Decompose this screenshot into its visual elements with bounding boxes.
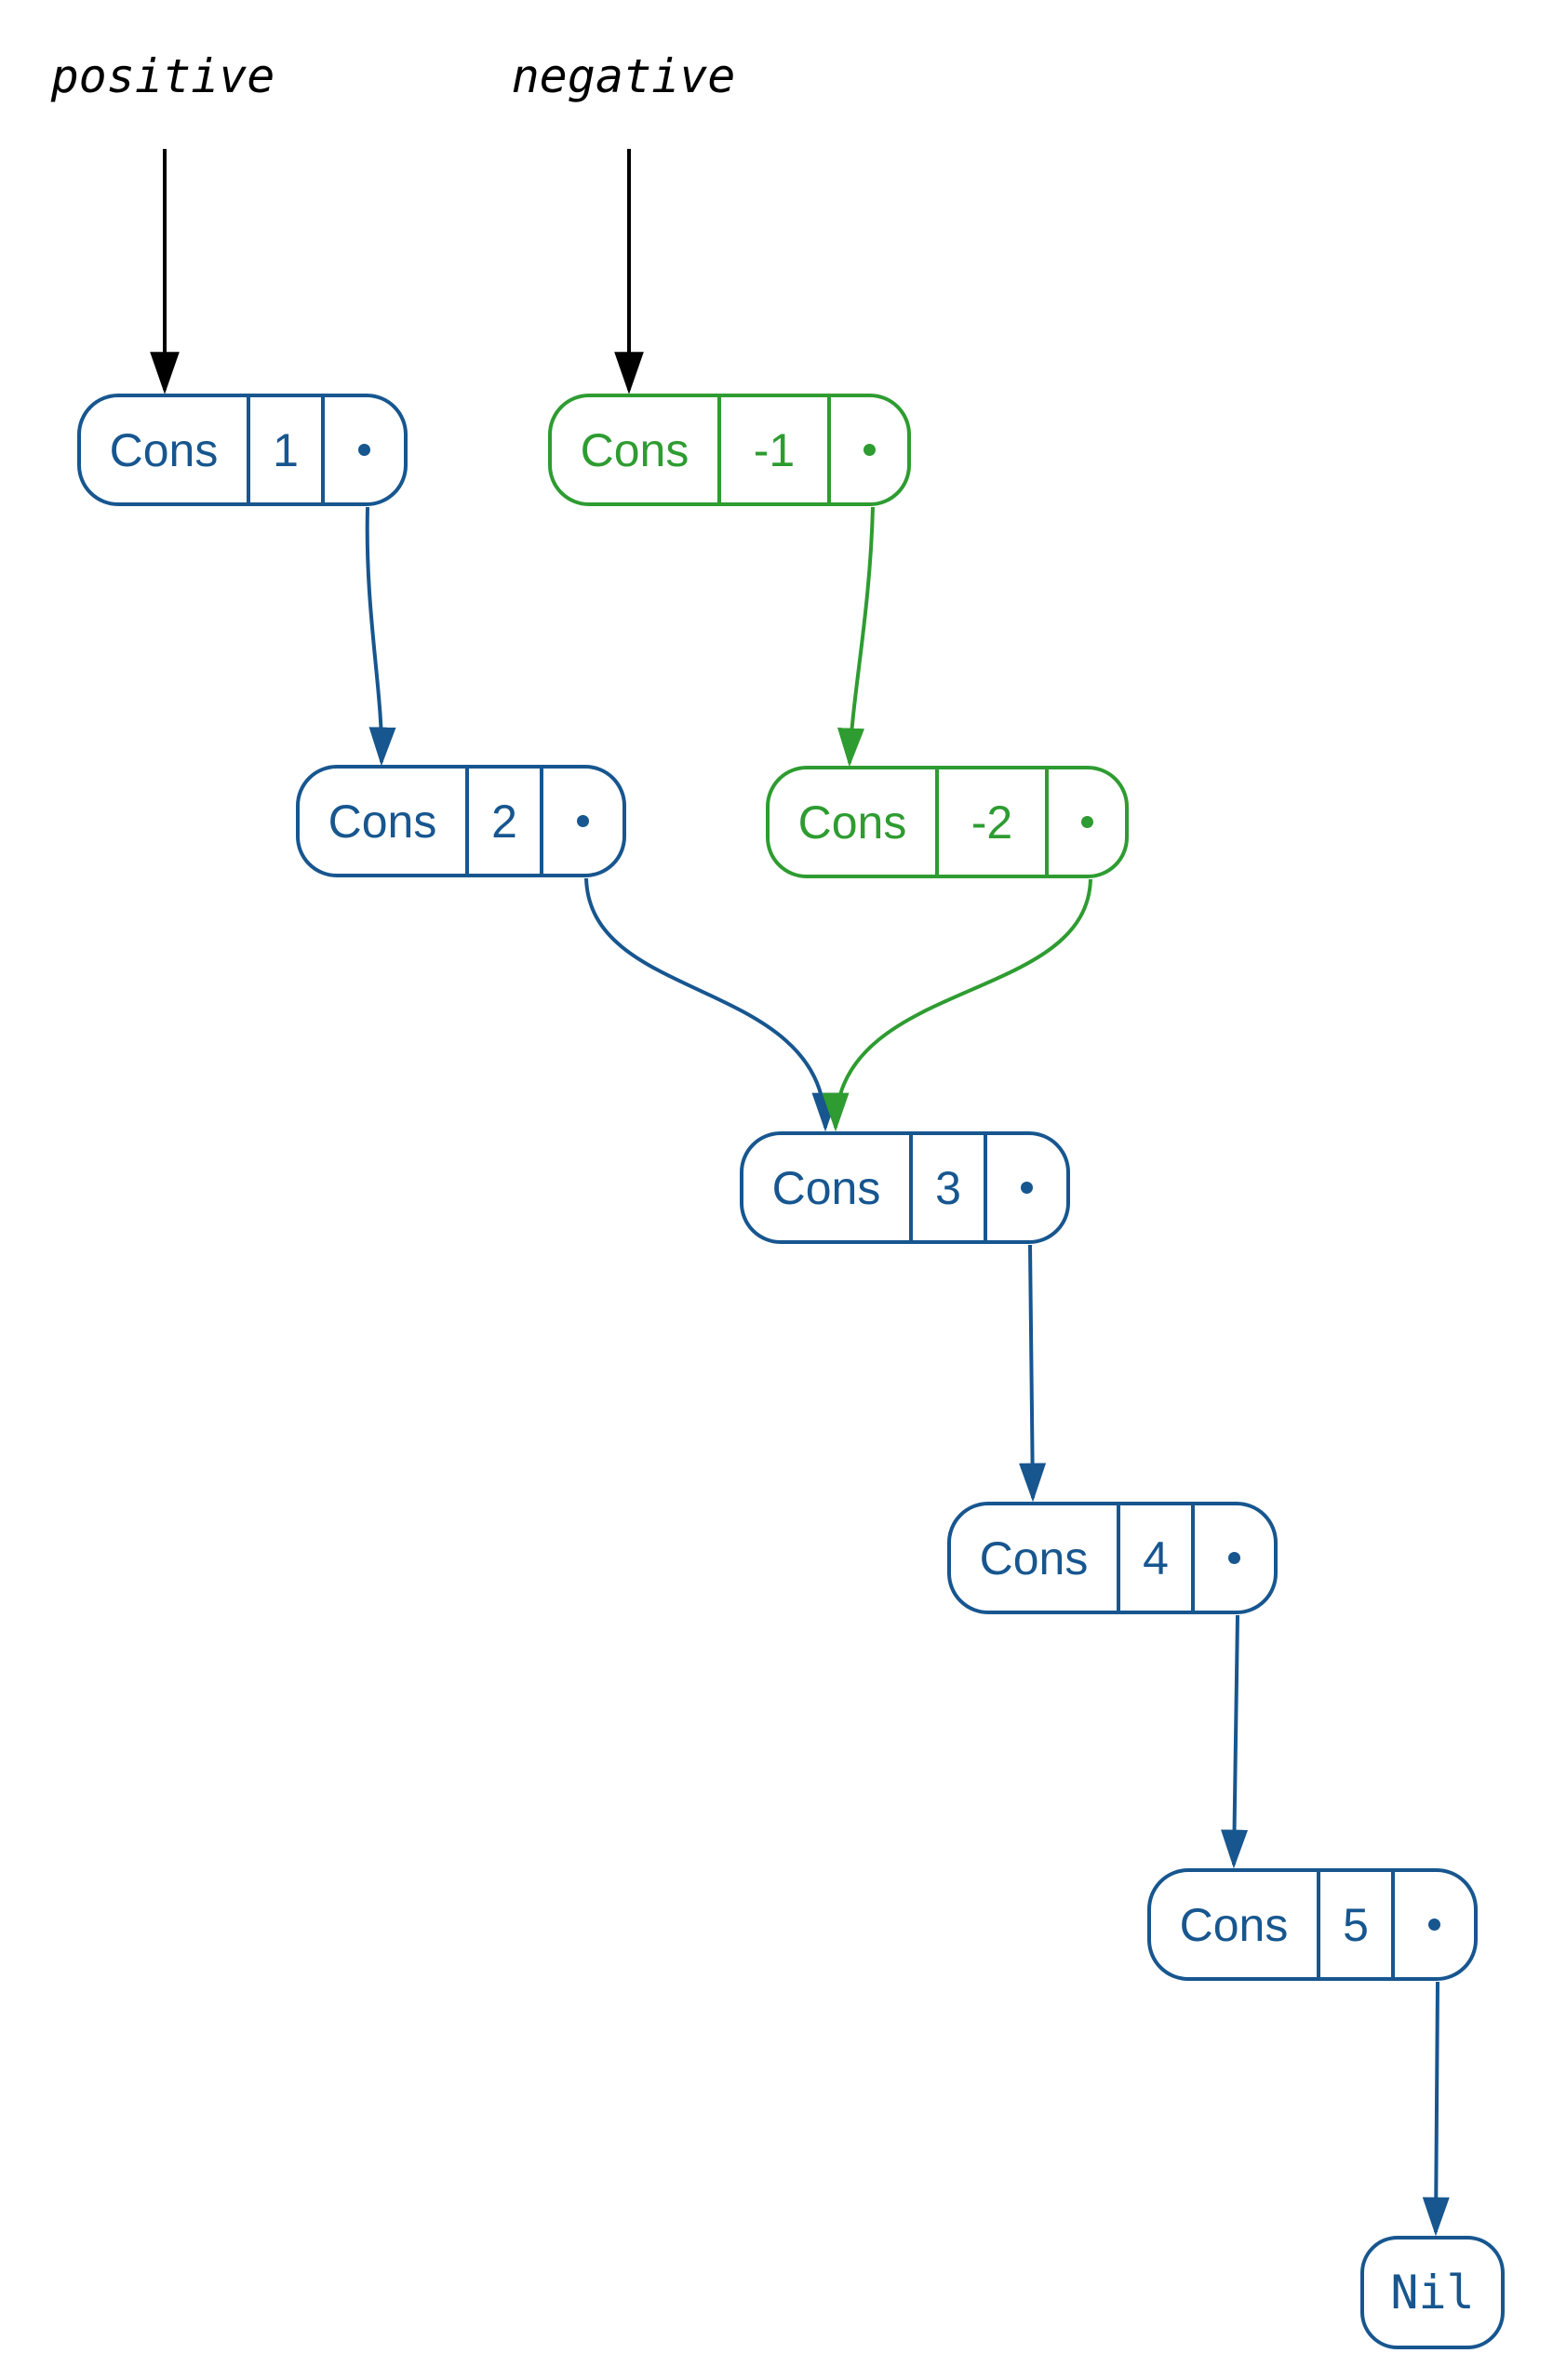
cons-node-pos-2: Cons 2 bbox=[296, 765, 626, 877]
cons-tag: Cons bbox=[797, 796, 907, 849]
cons-next-cell bbox=[543, 769, 623, 874]
cons-next-cell bbox=[987, 1135, 1066, 1240]
cons-next-cell bbox=[1195, 1505, 1274, 1611]
edge-pos2-to-shared3 bbox=[584, 877, 839, 1132]
cons-value: -1 bbox=[717, 397, 831, 502]
cons-node-shared-5: Cons 5 bbox=[1147, 1868, 1478, 1981]
edge-shared3-to-shared4 bbox=[1019, 1244, 1047, 1503]
cons-value: 1 bbox=[247, 397, 325, 502]
cons-node-shared-3: Cons 3 bbox=[740, 1131, 1070, 1244]
cons-next-cell bbox=[325, 397, 404, 502]
positive-list-label: positive bbox=[50, 49, 275, 103]
next-pointer-dot bbox=[1021, 1182, 1033, 1194]
cons-tag: Cons bbox=[328, 795, 437, 848]
cons-tag: Cons bbox=[109, 423, 219, 476]
nil-tag: Nil bbox=[1390, 2266, 1475, 2320]
edge-shared4-to-shared5 bbox=[1221, 1614, 1249, 1869]
cons-tag: Cons bbox=[1179, 1898, 1289, 1951]
next-pointer-dot bbox=[358, 444, 370, 456]
cons-next-cell bbox=[1395, 1872, 1474, 1977]
cons-node-pos-1: Cons 1 bbox=[77, 394, 408, 506]
cons-value: 4 bbox=[1117, 1505, 1195, 1611]
cons-next-cell bbox=[831, 397, 907, 502]
cons-value: 3 bbox=[909, 1135, 987, 1240]
cons-tag: Cons bbox=[979, 1531, 1089, 1584]
cons-tag: Cons bbox=[580, 423, 689, 476]
cons-value: 2 bbox=[465, 769, 543, 874]
nil-node: Nil bbox=[1360, 2236, 1505, 2349]
edge-pos1-to-pos2 bbox=[365, 506, 396, 767]
negative-list-label: negative bbox=[511, 49, 736, 103]
next-pointer-dot bbox=[577, 815, 589, 827]
cons-node-neg-2: Cons -2 bbox=[766, 766, 1129, 878]
edge-neg2-to-shared3 bbox=[822, 878, 1092, 1132]
cons-node-shared-4: Cons 4 bbox=[947, 1502, 1278, 1614]
next-pointer-dot bbox=[1428, 1919, 1440, 1931]
cons-value: -2 bbox=[935, 769, 1049, 875]
next-pointer-dot bbox=[1228, 1552, 1240, 1564]
cons-value: 5 bbox=[1317, 1872, 1395, 1977]
cons-next-cell bbox=[1049, 769, 1125, 875]
cons-node-neg-1: Cons -1 bbox=[548, 394, 911, 506]
cons-tag: Cons bbox=[771, 1161, 881, 1214]
next-pointer-dot bbox=[863, 444, 876, 456]
edge-neg1-to-neg2 bbox=[837, 506, 875, 768]
next-pointer-dot bbox=[1080, 816, 1093, 828]
edge-shared5-to-nil bbox=[1422, 1981, 1450, 2237]
